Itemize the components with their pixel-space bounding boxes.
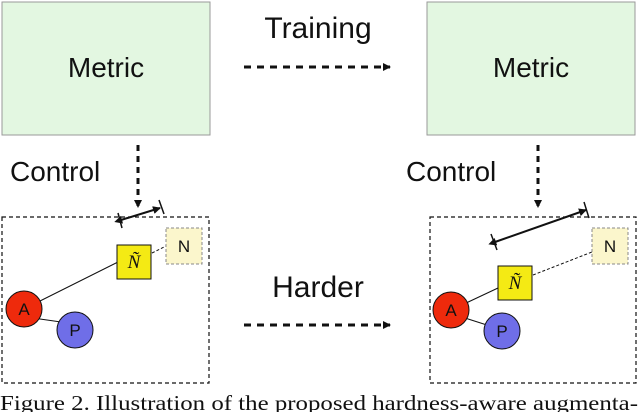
- right-link-anchor-synthetic: [463, 287, 499, 305]
- right-anchor-node: [432, 291, 470, 329]
- left-synthetic-node: [116, 244, 152, 280]
- training-label: Training: [264, 12, 371, 45]
- right-positive-node: [483, 312, 521, 350]
- left-control-label: Control: [10, 156, 100, 187]
- left-margin-arrow: [114, 206, 161, 224]
- right-embedding-space: [429, 216, 637, 384]
- right-negative-label: N: [604, 237, 616, 256]
- right-synthetic-node: [497, 265, 533, 301]
- left-panel: Metric Control N Ñ A P: [1, 1, 211, 384]
- right-negative-node: [591, 227, 629, 265]
- left-negative-node: [165, 227, 203, 265]
- right-control-label: Control: [406, 156, 496, 187]
- harder-label: Harder: [272, 271, 364, 304]
- left-positive-label: P: [69, 321, 80, 340]
- left-synthetic-label: Ñ: [127, 252, 142, 273]
- left-negative-label: N: [178, 237, 190, 256]
- right-anchor-label: A: [445, 301, 457, 320]
- right-panel: Metric Control N Ñ A P: [406, 1, 637, 384]
- left-positive-node: [56, 311, 94, 349]
- left-anchor-label: A: [18, 300, 30, 319]
- right-margin-arrow: [488, 208, 587, 246]
- figure-caption: Figure 2. Illustration of the proposed h…: [0, 391, 638, 412]
- right-metric-box: [426, 1, 636, 136]
- left-margin-tick-right: [158, 199, 165, 215]
- right-positive-label: P: [496, 322, 507, 341]
- left-metric-box: [1, 1, 211, 136]
- right-link-synthetic-negative: [532, 251, 593, 276]
- left-anchor-node: [5, 290, 43, 328]
- center-arrows: Training Harder: [244, 12, 391, 329]
- left-link-synthetic-negative: [151, 245, 167, 254]
- right-metric-label: Metric: [493, 52, 569, 83]
- left-metric-label: Metric: [68, 52, 144, 83]
- right-synthetic-label: Ñ: [508, 273, 523, 294]
- left-embedding-space: [1, 216, 210, 384]
- left-link-anchor-synthetic: [37, 261, 119, 303]
